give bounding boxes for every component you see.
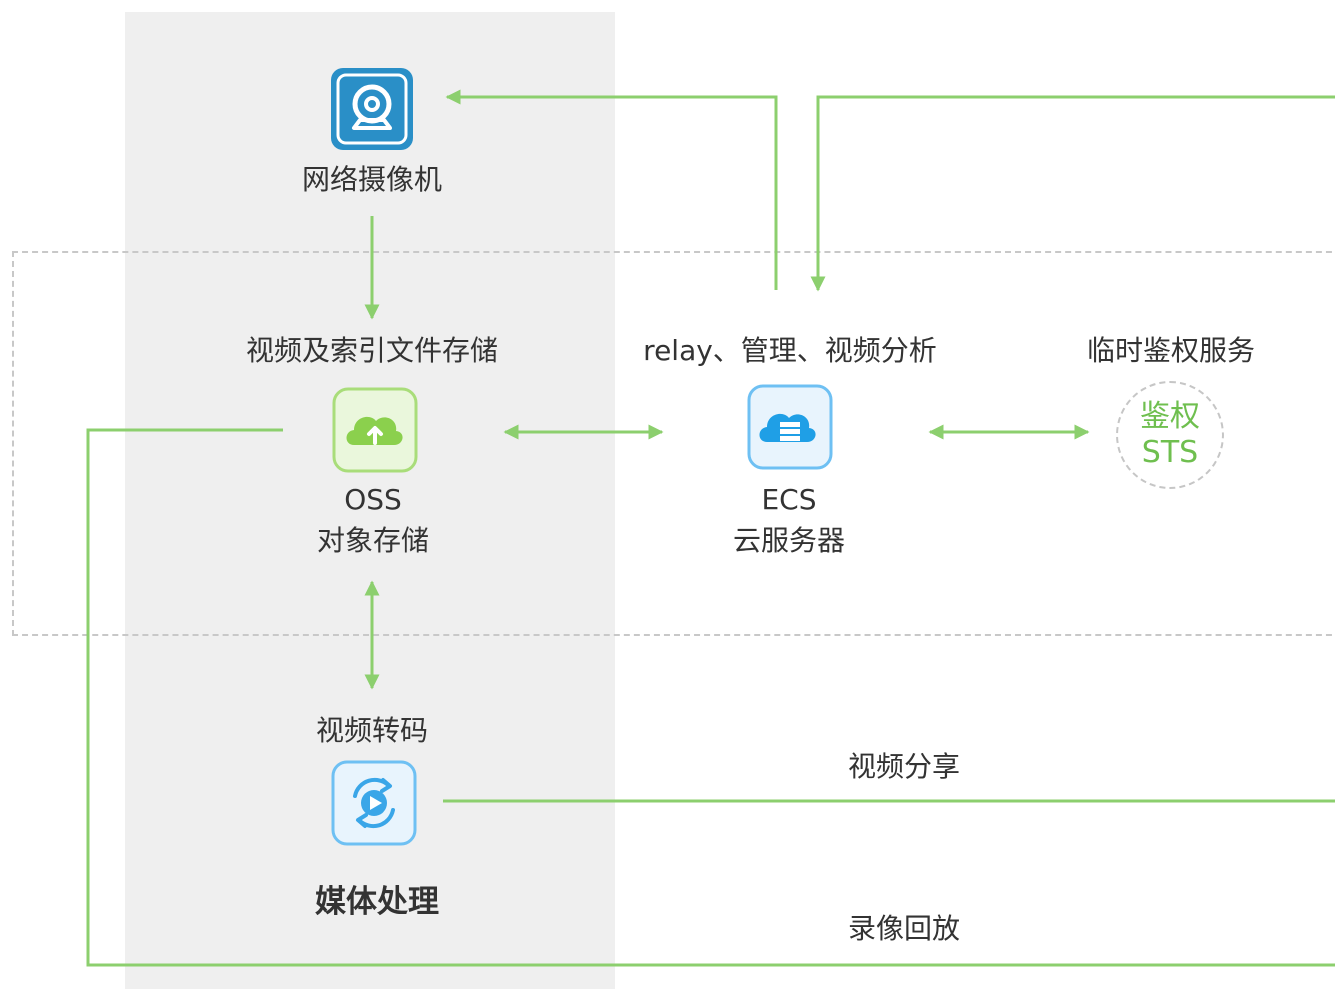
video-share-label: 视频分享 — [848, 750, 961, 783]
oss-desc: 对象存储 — [316, 524, 429, 557]
ecs-desc: 云服务器 — [732, 524, 845, 557]
cloud-upload-icon — [332, 387, 418, 473]
playback-line — [86, 428, 1335, 967]
arrow-right-to-ecs — [810, 95, 1335, 292]
ecs-name: ECS — [761, 483, 817, 516]
camera-icon — [331, 68, 413, 150]
media-transcode-icon — [331, 760, 417, 846]
arrow-ecs-to-camera — [445, 89, 778, 290]
oss-name: OSS — [344, 483, 402, 516]
sts-line1: 鉴权 — [1140, 399, 1200, 434]
sts-line2: STS — [1141, 435, 1199, 470]
sts-caption: 临时鉴权服务 — [1086, 334, 1255, 367]
camera-label: 网络摄像机 — [301, 163, 442, 196]
sts-badge: 鉴权 STS — [1116, 381, 1224, 489]
ecs-caption: relay、管理、视频分析 — [643, 334, 937, 367]
cloud-services-boundary — [12, 251, 1335, 636]
cloud-server-icon — [747, 384, 833, 470]
oss-caption: 视频及索引文件存储 — [245, 334, 498, 367]
transcode-caption: 视频转码 — [315, 714, 428, 747]
media-processing-title: 媒体处理 — [315, 884, 439, 920]
playback-label: 录像回放 — [848, 912, 961, 945]
